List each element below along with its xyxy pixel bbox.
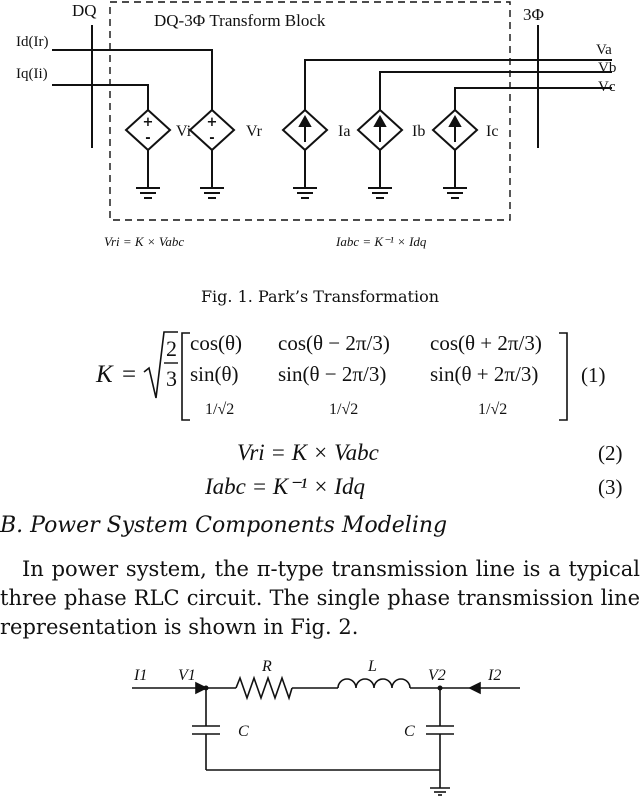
- label-v2: V2: [428, 667, 446, 684]
- resistor-R: [235, 675, 293, 701]
- input-id-label: Id(Ir): [16, 34, 48, 50]
- figure-1-caption: Fig. 1. Park’s Transformation: [200, 287, 440, 306]
- matrix-cell: 1/√2: [205, 401, 234, 418]
- ground-symbols: [136, 150, 467, 199]
- eq3: Iabc = K⁻¹ × Idq: [204, 474, 365, 499]
- svg-text:2: 2: [166, 336, 177, 361]
- label-c-right: C: [404, 723, 415, 740]
- matrix-cell: cos(θ): [190, 331, 242, 355]
- section-heading: B. Power System Components Modeling: [0, 513, 448, 538]
- matrix-cell: sin(θ): [190, 362, 239, 386]
- label-v1: V1: [178, 667, 196, 684]
- input-iq-label: Iq(Ii): [16, 66, 48, 82]
- source-ia-label: Ia: [338, 123, 350, 140]
- label-c-left: C: [238, 723, 249, 740]
- equations-block: K = 2 3 cos(θ) cos(θ − 2π/3) cos(θ + 2π/…: [95, 331, 623, 499]
- matrix-cell: cos(θ + 2π/3): [430, 331, 542, 355]
- svg-text:-: -: [209, 131, 214, 146]
- svg-text:=: =: [122, 361, 136, 388]
- matrix-K: cos(θ) cos(θ − 2π/3) cos(θ + 2π/3) sin(θ…: [190, 331, 542, 418]
- eq2-number: (2): [598, 441, 623, 465]
- label-i1: I1: [133, 667, 147, 684]
- svg-text:3: 3: [166, 366, 177, 391]
- matrix-cell: 1/√2: [478, 401, 507, 418]
- fig1-equation-left: Vri = K × Vabc: [104, 234, 184, 249]
- matrix-cell: cos(θ − 2π/3): [278, 331, 390, 355]
- output-va-label: Va: [596, 42, 612, 58]
- label-3phi: 3Φ: [523, 5, 544, 24]
- id-wire: [52, 49, 213, 115]
- svg-text:+: +: [143, 115, 154, 130]
- svg-text:-: -: [145, 131, 150, 146]
- transform-block-border: [109, 1, 511, 221]
- output-vc-label: Vc: [598, 79, 616, 95]
- matrix-cell: 1/√2: [329, 401, 358, 418]
- matrix-cell: sin(θ + 2π/3): [430, 362, 538, 386]
- block-title: DQ-3Φ Transform Block: [154, 11, 326, 30]
- eq2: Vri = K × Vabc: [237, 440, 379, 465]
- matrix-cell: sin(θ − 2π/3): [278, 362, 386, 386]
- label-dq: DQ: [72, 1, 97, 20]
- iq-wire: [52, 84, 149, 115]
- section-paragraph: In power system, the π-type transmission…: [0, 557, 640, 639]
- label-i2: I2: [487, 667, 501, 684]
- label-l: L: [367, 658, 377, 675]
- figure-1-park-transformation: +- +- DQ 3Φ DQ-3Φ Transform Block Id(Ir)…: [16, 1, 616, 249]
- eq1-number: (1): [581, 363, 606, 387]
- label-r: R: [261, 658, 272, 675]
- svg-text:+: +: [207, 115, 218, 130]
- inductor-L: [337, 678, 411, 689]
- fig1-equation-right: Iabc = K⁻¹ × Idq: [335, 234, 427, 249]
- eq3-number: (3): [598, 475, 623, 499]
- source-ic-label: Ic: [486, 123, 498, 140]
- eq1-lhs: K: [95, 361, 114, 388]
- source-ib-label: Ib: [412, 123, 425, 140]
- output-vb-label: Vb: [598, 60, 616, 76]
- source-vr-label: Vr: [246, 123, 263, 140]
- source-vi-label: Vi: [176, 123, 192, 140]
